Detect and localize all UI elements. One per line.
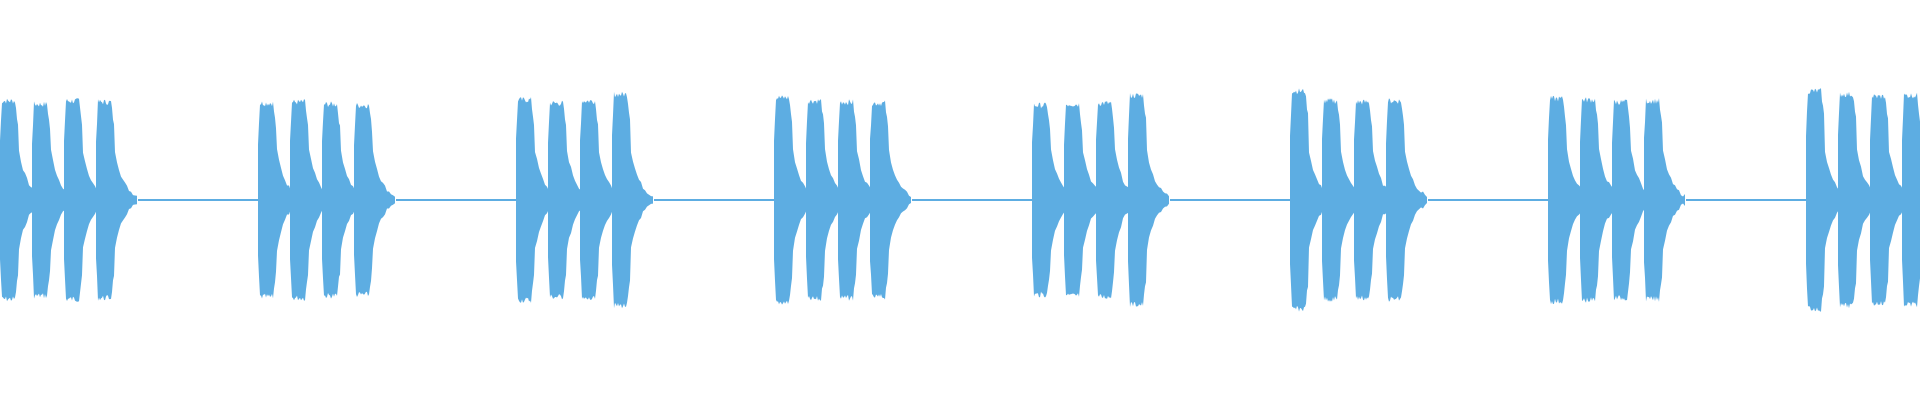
waveform-burst <box>516 97 557 303</box>
waveform-burst <box>612 91 653 309</box>
waveform-burst <box>1096 101 1137 299</box>
waveform-burst <box>1322 98 1363 302</box>
waveform-burst <box>1290 88 1331 312</box>
waveform-burst-group <box>1032 93 1290 307</box>
waveform-silence <box>912 199 1032 201</box>
waveform-burst <box>322 101 363 299</box>
waveform-burst <box>1612 99 1653 301</box>
waveform-burst <box>1064 103 1105 297</box>
waveform-burst <box>1032 102 1073 298</box>
waveform-burst <box>838 99 879 301</box>
waveform-burst <box>774 95 815 305</box>
waveform-burst-group <box>1548 95 1806 305</box>
waveform-burst <box>1870 94 1911 306</box>
waveform-silence <box>1170 199 1290 201</box>
waveform-burst <box>354 103 395 297</box>
waveform-burst-group <box>774 95 1032 305</box>
waveform-burst <box>1580 97 1621 303</box>
waveform-burst <box>0 98 41 302</box>
waveform-burst <box>806 99 847 301</box>
waveform-burst-group <box>516 91 774 309</box>
waveform-burst <box>1386 98 1427 302</box>
waveform-burst <box>580 100 621 300</box>
waveform-silence <box>1428 199 1548 201</box>
waveform-burst <box>870 100 911 300</box>
waveform-burst <box>1806 88 1847 312</box>
waveform-burst <box>1548 95 1589 305</box>
waveform-silence <box>138 199 258 201</box>
waveform-burst <box>258 101 299 299</box>
waveform-burst-group <box>258 99 516 301</box>
waveform-burst <box>1128 93 1169 307</box>
waveform-burst <box>1354 99 1395 301</box>
waveform-burst-group <box>0 98 258 302</box>
waveform-burst <box>32 101 73 299</box>
waveform-burst <box>64 98 105 302</box>
waveform-burst-group <box>1290 88 1548 312</box>
waveform-burst-group <box>1806 88 1920 312</box>
waveform-burst <box>96 99 137 301</box>
waveform-burst <box>1644 98 1685 302</box>
waveform-burst <box>290 99 331 301</box>
waveform-burst <box>1902 92 1920 308</box>
waveform-silence <box>654 199 774 201</box>
waveform-burst <box>1838 91 1879 309</box>
waveform-burst <box>548 100 589 300</box>
waveform-silence <box>1686 199 1806 201</box>
waveform-silence <box>396 199 516 201</box>
